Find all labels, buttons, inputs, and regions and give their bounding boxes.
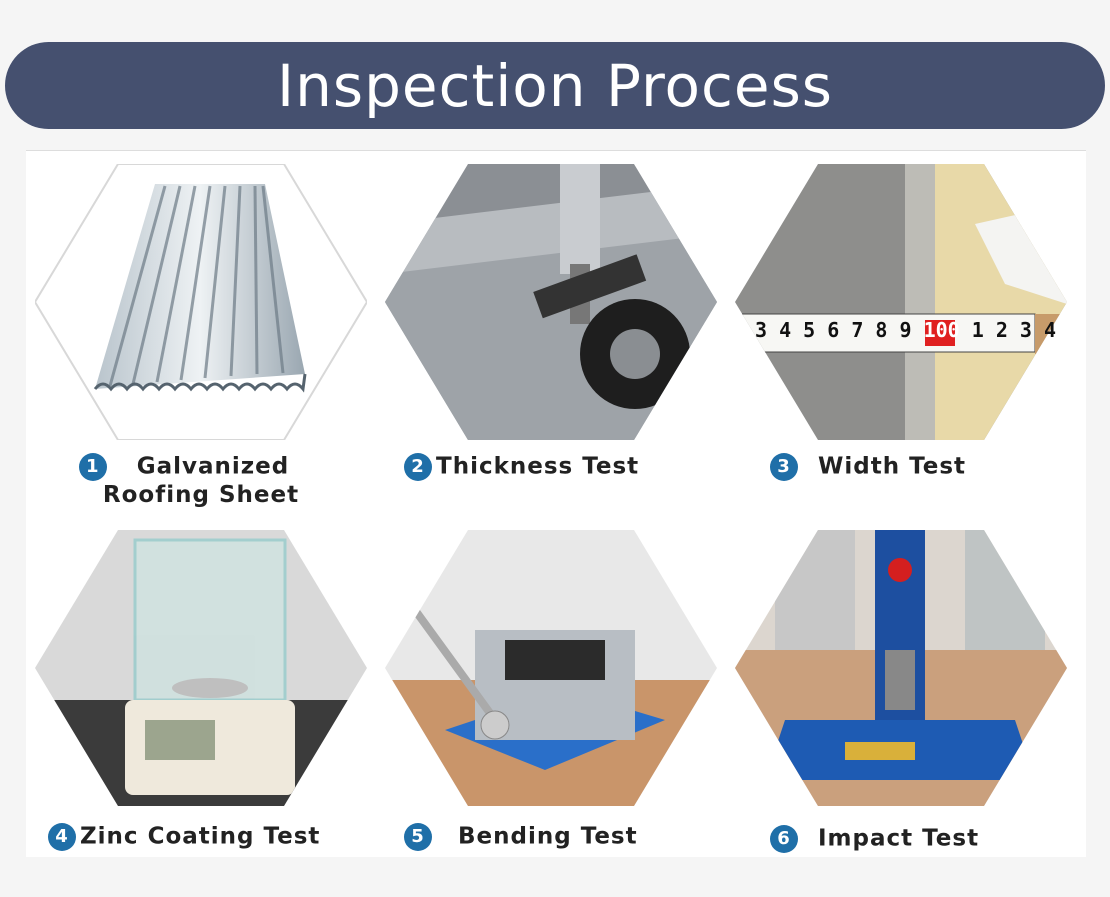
caption-step-3: 3 Width Test <box>770 452 966 481</box>
step-1-label-line2: Roofing Sheet <box>102 482 300 508</box>
roofing-sheet-image <box>35 164 367 440</box>
caption-step-5: 5 Bending Test <box>404 822 638 851</box>
step-4-badge: 4 <box>48 822 76 851</box>
step-3-label: Width Test <box>818 453 967 480</box>
step-2-label: Thickness Test <box>436 453 640 480</box>
step-5-badge: 5 <box>404 822 432 851</box>
tape-digits: 3 4 5 6 7 8 9 <box>755 318 912 342</box>
step-1-label-line1: Galvanized <box>136 453 290 480</box>
zinc-coating-test-image <box>35 530 367 806</box>
bending-test-image <box>385 530 717 806</box>
step-1-badge: 1 <box>78 452 107 481</box>
page-title: Inspection Process <box>276 51 834 120</box>
tape-mark: 100 <box>923 318 960 342</box>
thickness-test-image <box>385 164 717 440</box>
measuring-tape-readout: 3 4 5 6 7 8 9 100 1 2 3 4 <box>755 318 1056 342</box>
tape-digits-after: 1 2 3 4 <box>971 318 1057 342</box>
step-4-label: Zinc Coating Test <box>80 823 321 850</box>
width-test-image: 3 4 5 6 7 8 9 100 1 2 3 4 <box>735 164 1067 440</box>
title-banner: Inspection Process <box>5 42 1105 129</box>
step-6-badge: 6 <box>770 824 798 853</box>
step-5-label: Bending Test <box>458 823 638 850</box>
step-3-badge: 3 <box>770 452 798 481</box>
step-6-label: Impact Test <box>818 825 980 852</box>
caption-step-1: 1 Galvanized Roofing Sheet <box>54 452 314 509</box>
step-2-badge: 2 <box>404 452 432 481</box>
impact-test-image <box>735 530 1067 806</box>
caption-step-6: 6 Impact Test <box>770 824 979 853</box>
